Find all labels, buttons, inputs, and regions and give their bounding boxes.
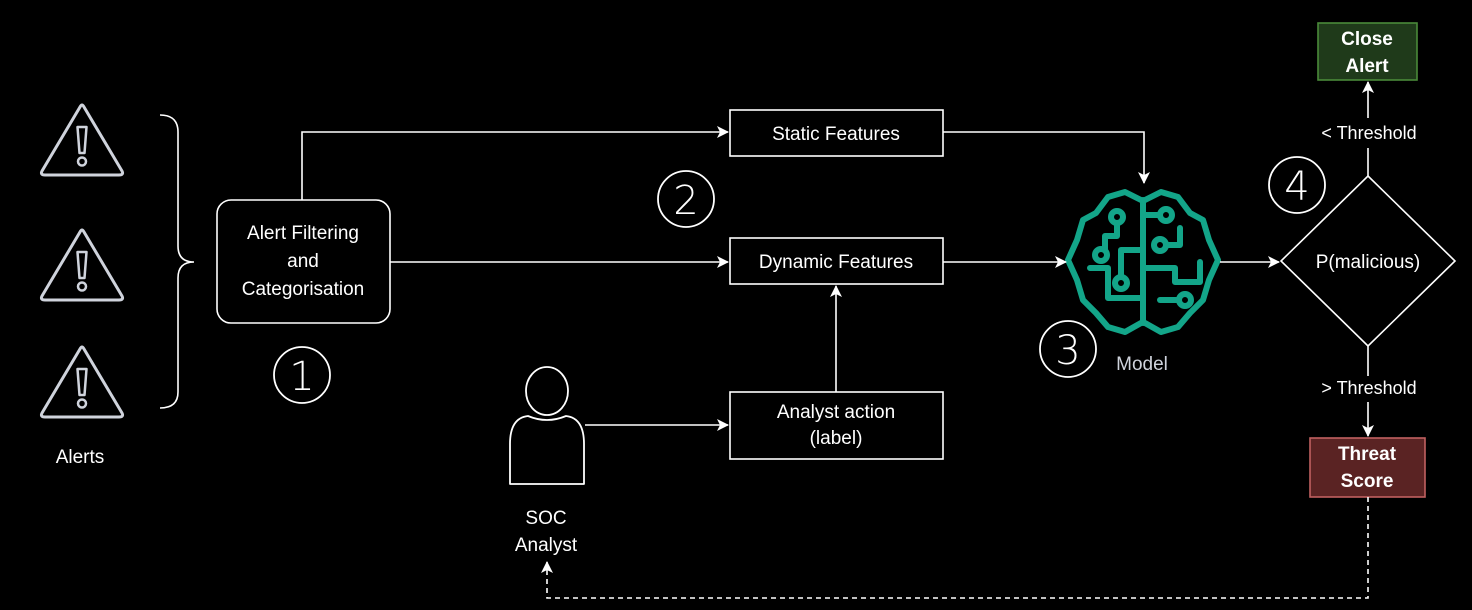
close-alert-box [1317,22,1418,81]
analyst-action-line1: Analyst action [777,402,895,423]
soc-analyst-line1: SOC [525,508,566,529]
dynamic-features-box [729,237,944,285]
alert-icon-bottom [39,345,125,419]
step-2-circle [657,170,715,228]
model-label: Model [1116,354,1168,375]
alert-filtering-line1: Alert Filtering [247,223,359,244]
alerts-label: Alerts [56,447,105,468]
static-features-box [729,109,944,157]
decision-label: P(malicious) [1316,252,1421,273]
arrow-feedback-to-analyst [541,497,1369,599]
step-4-number: 4 [1284,164,1309,210]
arrow-static-to-model [943,131,1150,184]
threat-score-box [1309,437,1426,498]
alert-icon-top [39,103,125,177]
step-3-circle [1039,320,1097,378]
analyst-action-line2: (label) [810,428,863,449]
below-threshold-label: < Threshold [1321,123,1416,143]
close-alert-line2: Alert [1345,56,1389,77]
brain-circuit-icon [1065,189,1221,335]
alert-filtering-line3: Categorisation [242,279,365,300]
step-2-number: 2 [673,178,698,224]
alert-icon-middle [39,228,125,302]
dynamic-features-label: Dynamic Features [759,252,913,273]
static-features-label: Static Features [772,124,900,145]
arrow-filter-to-static [301,126,729,200]
close-alert-line1: Close [1341,29,1393,50]
above-threshold-label: > Threshold [1321,378,1416,398]
step-4-circle [1268,156,1326,214]
threat-score-line1: Threat [1338,444,1397,465]
step-1-number: 1 [289,354,314,400]
person-icon [509,366,585,485]
alert-filtering-line2: and [287,251,319,272]
step-3-number: 3 [1055,328,1080,374]
alerts-brace [159,114,195,409]
threat-score-line2: Score [1341,471,1394,492]
step-1-circle [273,346,331,404]
soc-analyst-line2: Analyst [515,535,578,556]
